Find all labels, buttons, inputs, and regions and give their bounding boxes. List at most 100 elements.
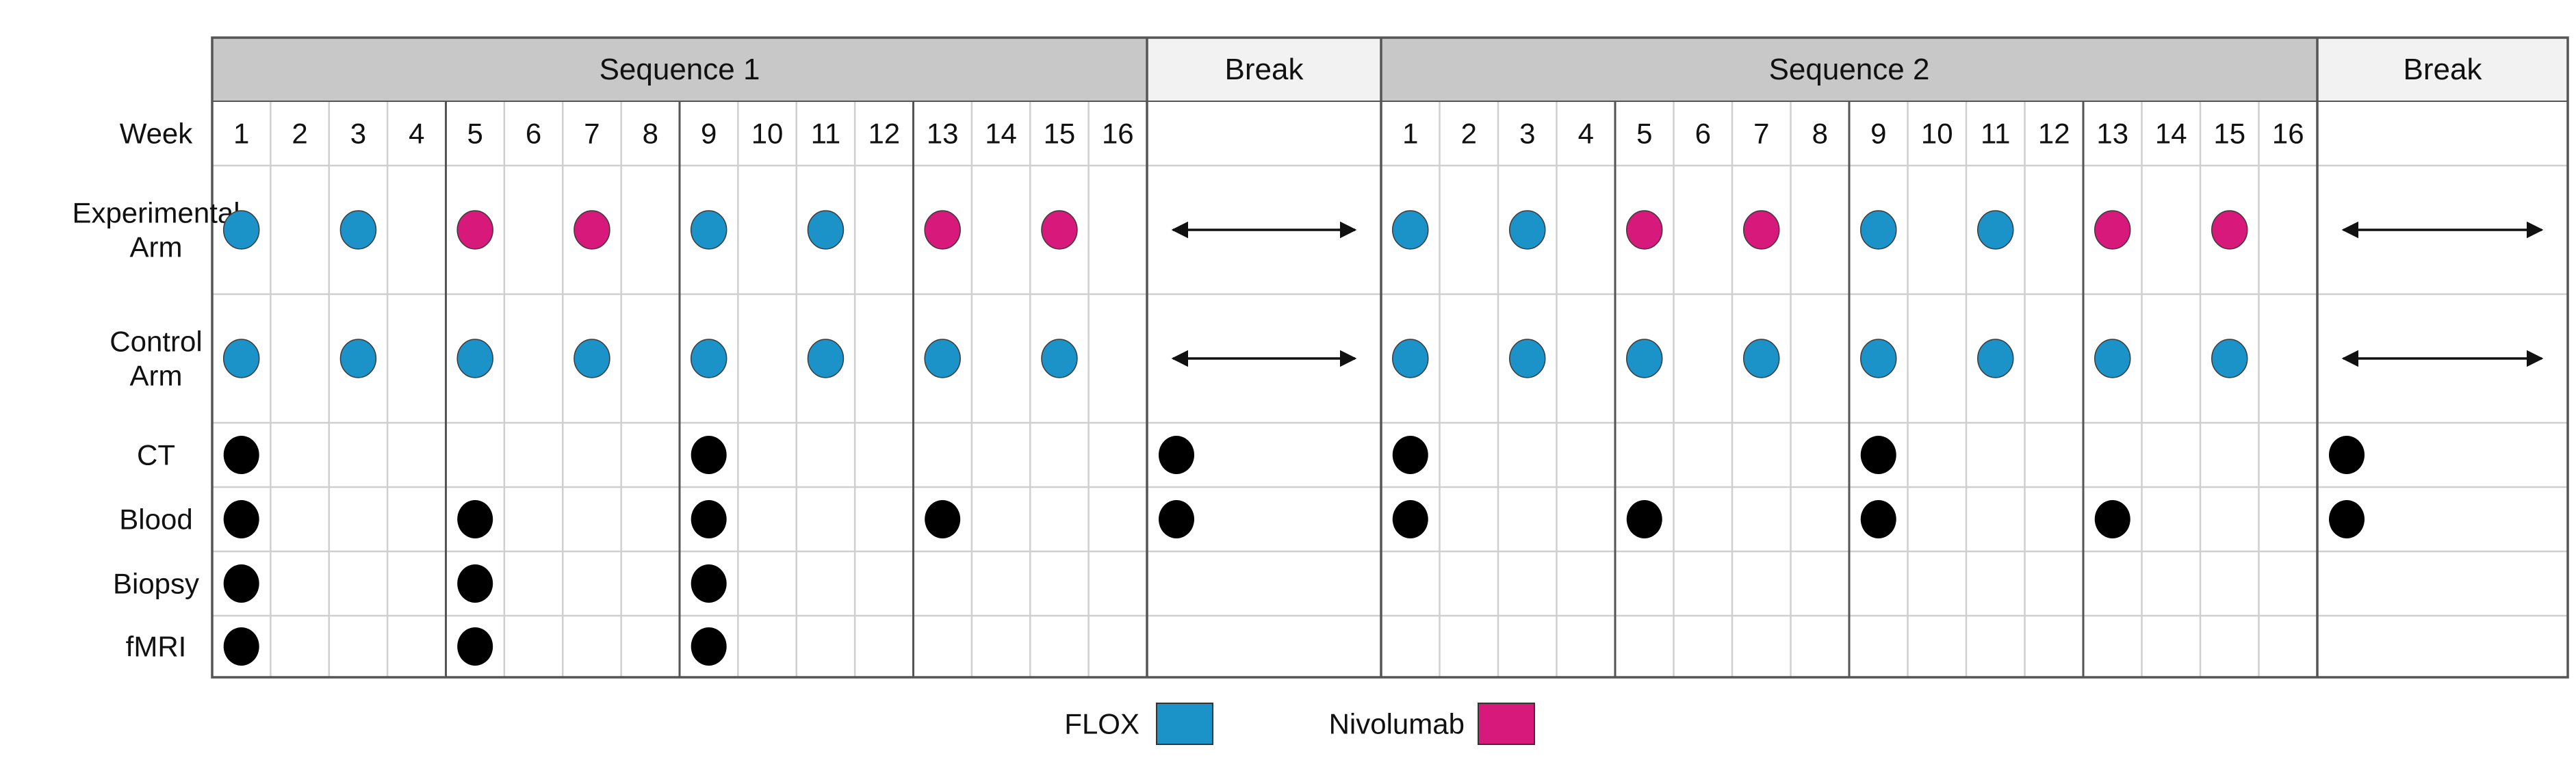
week-number-1-15: 15: [1044, 118, 1076, 150]
experimental-flox-dose-marker: [1977, 210, 2014, 250]
experimental-nivolumab-dose-marker: [574, 210, 610, 250]
week-number-1-9: 9: [701, 118, 717, 150]
control-flox-dose-marker: [456, 339, 493, 378]
ct-exam-marker: [691, 436, 727, 474]
experimental-nivolumab-dose-marker: [1626, 210, 1663, 250]
blood-exam-marker: [1392, 500, 1428, 538]
week-number-1-7: 7: [584, 118, 600, 150]
control-flox-dose-marker: [2211, 339, 2248, 378]
week-number-1-10: 10: [751, 118, 784, 150]
week-number-2-2: 2: [1461, 118, 1477, 150]
ct-exam-marker: [223, 436, 259, 474]
experimental-nivolumab-dose-marker: [2094, 210, 2131, 250]
sequence-2-header-band: [1381, 38, 2317, 101]
experimental-nivolumab-dose-marker: [1743, 210, 1780, 250]
week-number-1-1: 1: [233, 118, 249, 150]
fmri-exam-marker: [691, 627, 727, 666]
week-number-2-8: 8: [1812, 118, 1828, 150]
experimental-arm-label-line1: Experimental: [72, 197, 240, 229]
sequence-2-label: Sequence 2: [1769, 53, 1930, 86]
legend-flox-label: FLOX: [1064, 708, 1139, 740]
break-1-label: Break: [1225, 53, 1304, 86]
week-number-2-3: 3: [1519, 118, 1535, 150]
fmri-exam-marker: [457, 627, 493, 666]
experimental-nivolumab-dose-marker: [924, 210, 961, 250]
experimental-arm-label-line2: Arm: [130, 231, 183, 263]
blood-exam-marker: [1860, 500, 1896, 538]
ct-row-label: CT: [137, 439, 175, 471]
week-number-1-5: 5: [467, 118, 483, 150]
break-2-header-band: [2317, 38, 2568, 101]
week-number-2-15: 15: [2213, 118, 2245, 150]
control-flox-dose-marker: [1392, 339, 1429, 378]
week-number-1-6: 6: [526, 118, 541, 150]
week-number-2-16: 16: [2272, 118, 2304, 150]
biopsy-exam-marker: [223, 564, 259, 603]
week-number-2-5: 5: [1636, 118, 1652, 150]
blood-exam-marker: [457, 500, 493, 538]
break-2-label: Break: [2404, 53, 2483, 86]
sequence-1-label: Sequence 1: [600, 53, 760, 86]
control-flox-dose-marker: [690, 339, 727, 378]
control-flox-dose-marker: [1860, 339, 1897, 378]
experimental-nivolumab-dose-marker: [2211, 210, 2248, 250]
blood-exam-marker: [223, 500, 259, 538]
week-number-1-11: 11: [811, 118, 841, 150]
control-arm-label-line1: Control: [110, 326, 202, 358]
experimental-flox-dose-marker: [807, 210, 845, 250]
week-number-1-14: 14: [985, 118, 1017, 150]
control-flox-dose-marker: [807, 339, 845, 378]
ct-exam-marker: [1392, 436, 1428, 474]
blood-break-exam-marker: [1159, 500, 1194, 538]
week-number-2-10: 10: [1921, 118, 1953, 150]
week-number-2-9: 9: [1870, 118, 1886, 150]
blood-exam-marker: [691, 500, 727, 538]
break-1-header-band: [1147, 38, 1381, 101]
legend-nivolumab-label: Nivolumab: [1329, 708, 1465, 740]
control-flox-dose-marker: [1626, 339, 1663, 378]
control-flox-dose-marker: [1509, 339, 1546, 378]
week-number-2-1: 1: [1402, 118, 1418, 150]
control-flox-dose-marker: [2094, 339, 2131, 378]
fmri-row-label: fMRI: [126, 631, 187, 663]
control-flox-dose-marker: [1977, 339, 2014, 378]
week-number-2-13: 13: [2096, 118, 2128, 150]
biopsy-exam-marker: [691, 564, 727, 603]
control-arm-label-line2: Arm: [130, 360, 183, 392]
week-number-2-6: 6: [1695, 118, 1711, 150]
ct-exam-marker: [1860, 436, 1896, 474]
experimental-flox-dose-marker: [690, 210, 727, 250]
week-row-label: Week: [120, 118, 194, 150]
sequence-1-header-band: [212, 38, 1147, 101]
control-flox-dose-marker: [924, 339, 961, 378]
control-flox-dose-marker: [222, 339, 260, 378]
biopsy-row-label: Biopsy: [113, 568, 199, 600]
control-flox-dose-marker: [339, 339, 377, 378]
experimental-flox-dose-marker: [1392, 210, 1429, 250]
blood-row-label: Blood: [119, 504, 192, 536]
ct-break-exam-marker: [2329, 436, 2365, 474]
week-number-1-12: 12: [868, 118, 900, 150]
legend-nivolumab-swatch: [1478, 703, 1535, 745]
week-number-2-7: 7: [1753, 118, 1769, 150]
biopsy-exam-marker: [457, 564, 493, 603]
week-number-2-11: 11: [1981, 118, 2011, 150]
experimental-nivolumab-dose-marker: [1041, 210, 1078, 250]
blood-exam-marker: [1626, 500, 1662, 538]
experimental-flox-dose-marker: [339, 210, 377, 250]
week-number-2-4: 4: [1578, 118, 1594, 150]
experimental-flox-dose-marker: [1860, 210, 1897, 250]
week-number-1-16: 16: [1102, 118, 1134, 150]
experimental-nivolumab-dose-marker: [456, 210, 493, 250]
control-flox-dose-marker: [1041, 339, 1078, 378]
control-flox-dose-marker: [1743, 339, 1780, 378]
experimental-flox-dose-marker: [222, 210, 260, 250]
legend-flox-swatch: [1156, 703, 1213, 745]
control-flox-dose-marker: [574, 339, 610, 378]
blood-exam-marker: [925, 500, 961, 538]
blood-exam-marker: [2094, 500, 2130, 538]
ct-break-exam-marker: [1159, 436, 1194, 474]
week-number-1-3: 3: [350, 118, 366, 150]
